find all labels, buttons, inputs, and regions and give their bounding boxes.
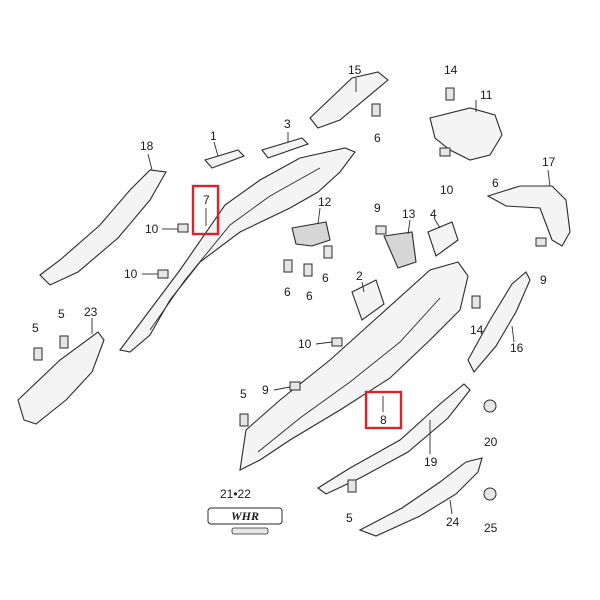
- bolt-20: [483, 399, 497, 413]
- callout-12: 12: [318, 195, 332, 209]
- callout-19: 19: [424, 455, 438, 469]
- bolt-6b: [283, 259, 293, 273]
- callout-4: 4: [430, 207, 437, 221]
- part-18: [39, 153, 167, 286]
- emblem-text: WHR: [231, 509, 259, 523]
- emblem-21-22: WHR: [207, 507, 283, 535]
- callout-20: 20: [484, 435, 498, 449]
- callout-9b: 9: [540, 273, 547, 287]
- callout-16: 16: [510, 341, 524, 355]
- callout-10b: 10: [124, 267, 138, 281]
- callout-13: 13: [402, 207, 416, 221]
- bolt-5c: [239, 413, 249, 427]
- callout-14b: 14: [470, 323, 484, 337]
- callout-11: 11: [480, 88, 493, 102]
- part-15: [309, 71, 389, 129]
- callout-5d: 5: [346, 511, 353, 525]
- clip-9a: [375, 225, 387, 235]
- clip-9b: [535, 237, 547, 247]
- part-16: [467, 271, 531, 373]
- callout-6c: 6: [306, 289, 313, 303]
- part-2: [351, 279, 385, 321]
- callout-6a: 6: [374, 131, 381, 145]
- part-11: [429, 100, 503, 161]
- callout-8: 8: [380, 413, 387, 427]
- callout-5c: 5: [240, 387, 247, 401]
- callout-6b: 6: [284, 285, 291, 299]
- part-24: [358, 457, 483, 537]
- part-12: [291, 207, 331, 247]
- highlight-8: [364, 390, 403, 430]
- bolt-5d: [347, 479, 357, 493]
- callout-1: 1: [210, 129, 217, 143]
- callout-18: 18: [140, 139, 154, 153]
- part-17: [486, 169, 571, 247]
- callout-5a: 5: [32, 321, 39, 335]
- callout-6d: 6: [322, 271, 329, 285]
- callout-10a: 10: [145, 222, 159, 236]
- callout-14a: 14: [444, 63, 458, 77]
- clip-10b: [157, 269, 169, 279]
- part-7: [119, 147, 356, 353]
- part-23: [17, 318, 105, 425]
- bolt-6d: [323, 245, 333, 259]
- part-3: [261, 132, 310, 159]
- callout-3: 3: [284, 117, 291, 131]
- callout-10c: 10: [440, 183, 454, 197]
- bolt-5b: [59, 335, 69, 349]
- callout-7: 7: [203, 193, 210, 207]
- bolt-14a: [445, 87, 455, 101]
- callout-21-22: 21•22: [220, 487, 251, 501]
- clip-10c: [439, 147, 451, 157]
- part-1: [204, 141, 245, 169]
- bolt-14b: [471, 295, 481, 309]
- callout-17: 17: [542, 155, 556, 169]
- part-13: [383, 219, 417, 269]
- clip-9c: [289, 381, 301, 391]
- callout-15: 15: [348, 63, 362, 77]
- bolt-6a: [371, 103, 381, 117]
- callout-6-right: 6: [492, 176, 499, 190]
- part-4: [427, 217, 459, 257]
- callout-2: 2: [356, 269, 363, 283]
- callout-25: 25: [484, 521, 498, 535]
- callout-9a: 9: [374, 201, 381, 215]
- highlight-7: [191, 184, 220, 236]
- clip-10a: [177, 223, 189, 233]
- callout-5b: 5: [58, 307, 65, 321]
- clip-10d: [331, 337, 343, 347]
- bolt-5a: [33, 347, 43, 361]
- callout-24: 24: [446, 515, 460, 529]
- bolt-6c: [303, 263, 313, 277]
- callout-10d: 10: [298, 337, 312, 351]
- callout-9c: 9: [262, 383, 269, 397]
- bolt-25: [483, 487, 497, 501]
- callout-23: 23: [84, 305, 98, 319]
